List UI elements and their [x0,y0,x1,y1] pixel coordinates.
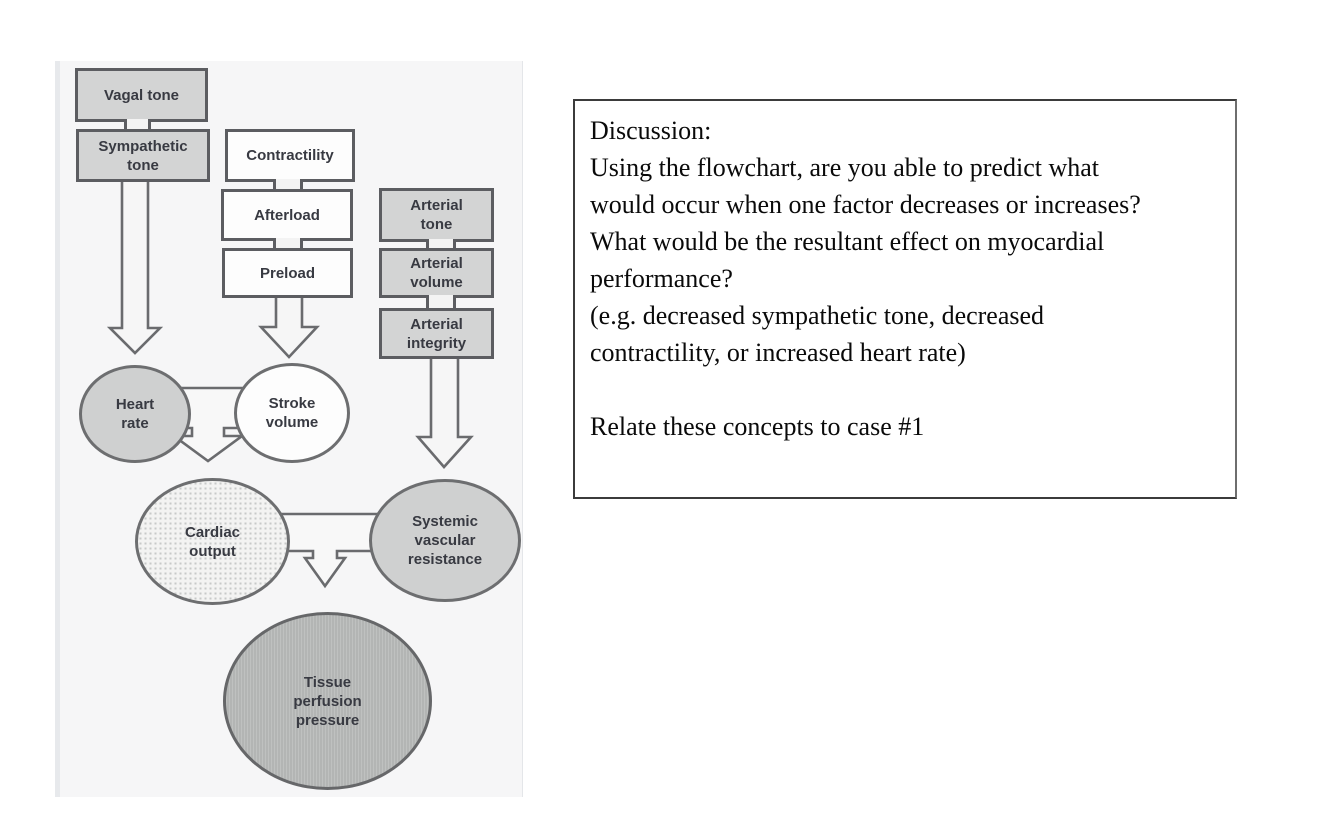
node-afterload: Afterload [221,189,353,241]
discussion-box: Discussion: Using the flowchart, are you… [573,99,1237,499]
discussion-line: performance? [590,264,733,293]
node-systemic-vascular-resistance: Systemic vascular resistance [369,479,521,602]
node-stroke-volume: Stroke volume [234,363,350,463]
node-arterial-volume: Arterial volume [379,248,494,298]
node-preload: Preload [222,248,353,298]
connector-contractility-afterload [273,179,303,192]
node-vagal-tone: Vagal tone [75,68,208,122]
flowchart-panel: Vagal tone Sympathetic tone Contractilit… [55,61,523,797]
arrow-arterial-to-svr [415,355,474,469]
discussion-line [590,371,1220,408]
node-cardiac-output: Cardiac output [135,478,290,605]
node-arterial-integrity: Arterial integrity [379,308,494,359]
node-heart-rate: Heart rate [79,365,191,463]
discussion-line: would occur when one factor decreases or… [590,190,1141,219]
arrow-preload-to-stroke-volume [258,294,320,359]
connector-vagal-sympathetic [124,119,151,132]
discussion-line: What would be the resultant effect on my… [590,227,1105,256]
arrow-sympathetic-to-heart-rate [106,178,164,355]
discussion-line: contractility, or increased heart rate) [590,338,966,367]
node-sympathetic-tone: Sympathetic tone [76,129,210,182]
discussion-line: (e.g. decreased sympathetic tone, decrea… [590,301,1045,330]
connector-arterial-volume-integrity [426,295,456,311]
discussion-line: Using the flowchart, are you able to pre… [590,153,1099,182]
connector-afterload-preload [273,238,303,251]
node-arterial-tone: Arterial tone [379,188,494,242]
discussion-line: Relate these concepts to case #1 [590,412,925,441]
node-tissue-perfusion-pressure: Tissue perfusion pressure [223,612,432,790]
discussion-line: Discussion: [590,116,712,145]
node-contractility: Contractility [225,129,355,182]
